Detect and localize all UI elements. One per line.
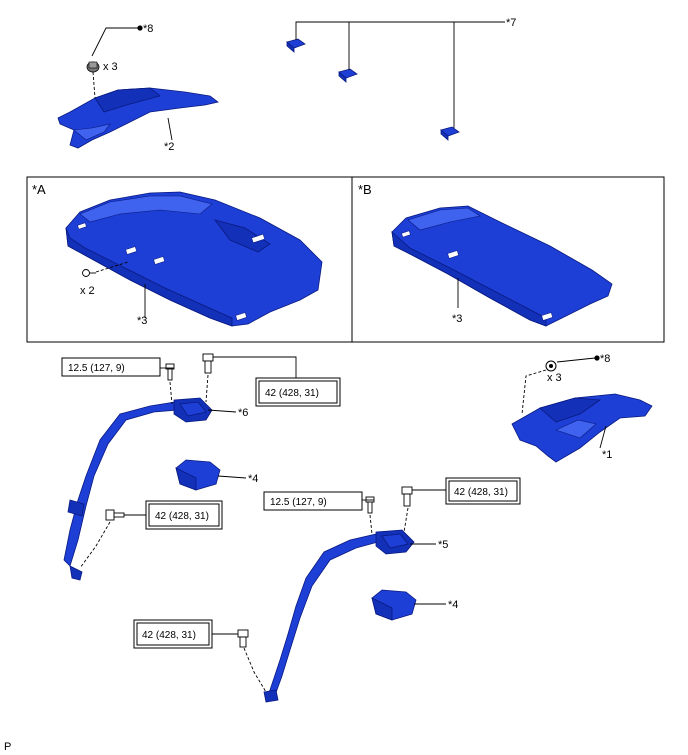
torque-text-6: 42 (428, 31) xyxy=(142,630,196,641)
torque-spec-42-right xyxy=(445,477,521,505)
package-tray-trim-view-a xyxy=(65,191,323,327)
callout-3-view-a: *3 xyxy=(137,315,147,327)
callout-4-lower: *4 xyxy=(448,599,458,611)
retractor-cover-4-upper xyxy=(175,459,221,491)
callout-3-view-b: *3 xyxy=(452,313,462,325)
torque-spec-42-left xyxy=(145,500,223,530)
package-tray-trim-view-b xyxy=(391,205,613,327)
callout-2: *2 xyxy=(164,141,174,153)
bolt-icon xyxy=(401,486,413,507)
torque-spec-12-5-lower xyxy=(263,491,363,511)
torque-text-1: 12.5 (127, 9) xyxy=(68,363,125,374)
bolt-icon xyxy=(105,509,125,521)
torque-text-2: 42 (428, 31) xyxy=(265,388,319,399)
view-b-label: *B xyxy=(358,182,372,197)
view-b-frame xyxy=(351,176,665,343)
callout-1: *1 xyxy=(602,449,612,461)
bullet-dot xyxy=(137,25,143,31)
bolt-icon xyxy=(165,363,175,381)
callout-8-upper: *8 xyxy=(143,23,153,35)
clip-icon xyxy=(86,61,100,73)
seat-belt-assembly-6 xyxy=(63,397,213,581)
footer-mark: P xyxy=(4,741,11,753)
clip-7-middle xyxy=(338,68,358,83)
torque-spec-42-upper xyxy=(255,377,341,407)
torque-spec-12-5-upper xyxy=(61,357,161,377)
quarter-trim-upper-left xyxy=(57,87,219,149)
quantity-clips-tray: x 2 xyxy=(80,285,95,297)
bolt-icon xyxy=(237,629,249,648)
quarter-trim-right xyxy=(511,393,653,463)
quantity-clips-right: x 3 xyxy=(547,372,562,384)
callout-6: *6 xyxy=(238,407,248,419)
callout-8-right: *8 xyxy=(600,353,610,365)
clip-7-right xyxy=(440,126,460,141)
torque-text-3: 42 (428, 31) xyxy=(155,511,209,522)
quantity-clips-upper: x 3 xyxy=(103,61,118,73)
seat-belt-assembly-5 xyxy=(263,529,415,703)
clip-icon xyxy=(82,269,96,277)
clip-7-left xyxy=(286,38,306,53)
callout-5: *5 xyxy=(438,539,448,551)
torque-spec-42-lower xyxy=(133,619,213,649)
bolt-icon xyxy=(202,353,214,374)
callout-7: *7 xyxy=(506,17,516,29)
clip-icon xyxy=(545,360,557,372)
torque-text-4: 12.5 (127, 9) xyxy=(270,497,327,508)
retractor-cover-4-lower xyxy=(371,589,417,621)
view-a-label: *A xyxy=(32,182,46,197)
bolt-icon xyxy=(365,496,375,514)
callout-4-upper: *4 xyxy=(248,473,258,485)
torque-text-5: 42 (428, 31) xyxy=(454,487,508,498)
bullet-dot xyxy=(594,355,600,361)
